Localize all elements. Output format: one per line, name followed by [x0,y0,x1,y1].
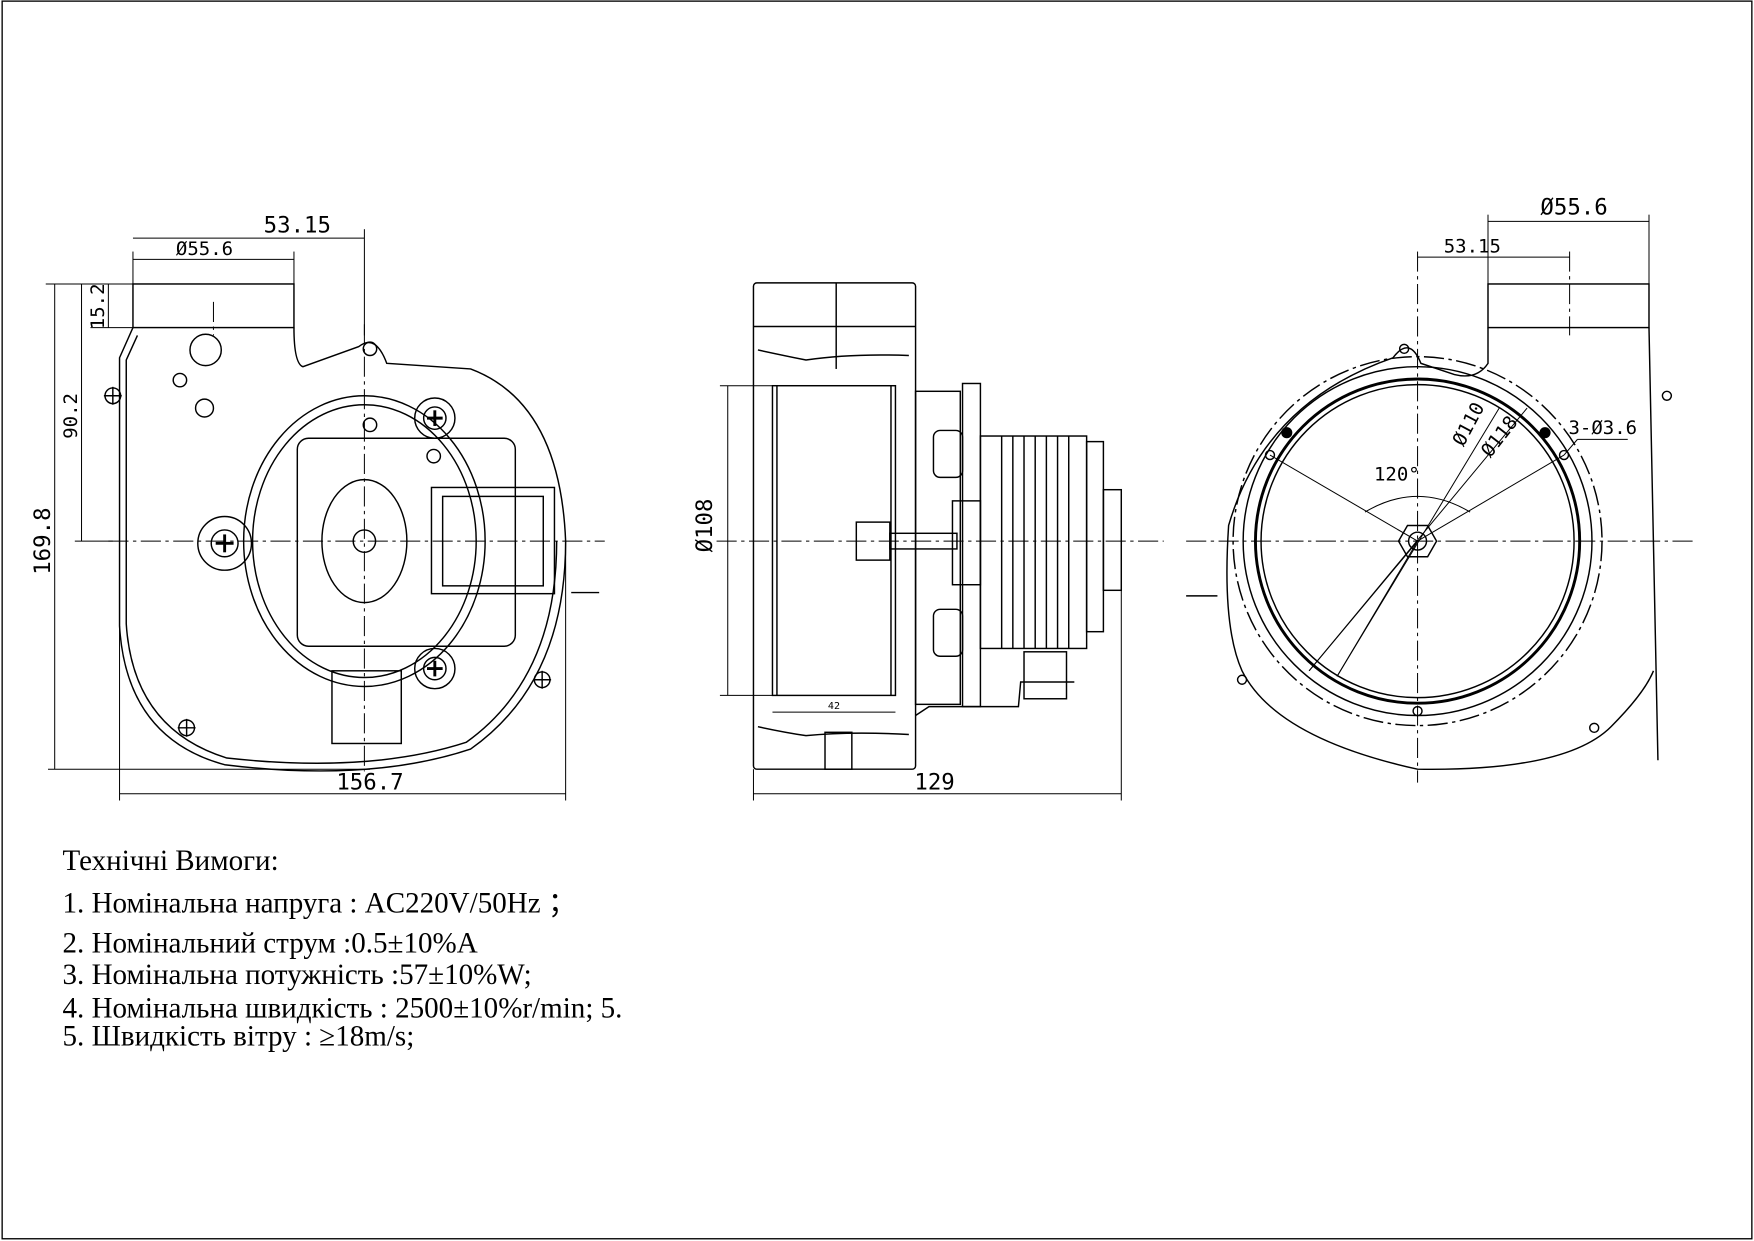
dim-outlet-offset: 53.15 [1444,236,1501,258]
screw-icon [413,397,456,439]
motor-end-cap [1102,488,1123,592]
housing-outline [1226,327,1659,771]
screw-icon [197,515,253,571]
side-view-dimensions: Ø108 42 129 [692,385,1122,801]
requirement-item: 4. Номінальна швидкість : 2500±10%r/min;… [63,992,623,1024]
dim-total-height: 169.8 [30,507,56,574]
impeller [771,384,897,697]
motor-frame [296,437,517,647]
outlet-flange [1487,283,1650,329]
mounting-hole-icon [1236,343,1673,734]
dim-angle: 120° [1374,464,1420,486]
front-view-dimensions: 53.15 Ø55.6 15.2 90.2 169.8 156.7 [30,213,567,801]
technical-requirements: Технічні Вимоги: 1. Номінальна напруга :… [63,845,623,1053]
front-view-motor-side [103,283,605,772]
mounting-hole-icon [103,333,552,737]
inlet-view-dimensions: Ø55.6 53.15 Ø110 Ø118 3-Ø3.6 120° [1374,195,1650,486]
dim-center-height: 90.2 [60,393,82,439]
dim-outlet-diameter: Ø55.6 [1540,195,1607,221]
dim-holes: 3-Ø3.6 [1568,417,1637,439]
side-view [716,282,1164,770]
requirement-item: 1. Номінальна напруга : AC220V/50Hz ； [63,887,577,919]
stator-laminations [1000,436,1070,649]
coil-box [430,486,556,595]
dim-total-width: 156.7 [336,769,403,795]
dim-outlet-diameter: Ø55.6 [176,238,233,260]
dim-impeller-diameter: Ø108 [692,499,718,553]
terminal-block [331,670,403,745]
requirement-item: 5. Швидкість вітру : ≥18m/s; [63,1020,415,1052]
front-view-inlet-side [1186,251,1695,783]
dim-total-depth: 129 [914,769,954,795]
dim-impeller-width: 42 [828,701,840,712]
requirement-item: 3. Номінальна потужність :57±10%W; [63,959,532,991]
dim-outlet-offset: 53.15 [264,213,331,239]
screw-icon [413,647,456,690]
requirements-title: Технічні Вимоги: [63,845,279,877]
requirement-item: 2. Номінальний струм :0.5±10%A [63,928,478,960]
dim-outlet-height: 15.2 [87,283,109,329]
